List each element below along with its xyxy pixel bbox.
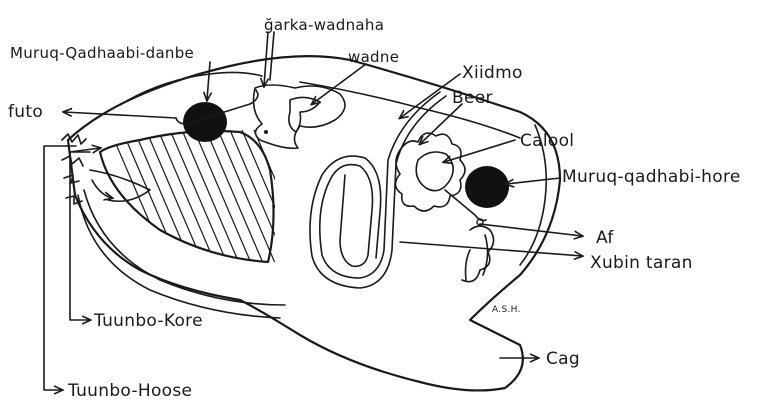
label-intestine: Xiidmo [462, 63, 523, 83]
leader-anterior-adductor [207, 62, 210, 100]
leader-labial-palp [400, 242, 582, 256]
gill-hatching [110, 130, 314, 270]
label-heart: wadne [348, 48, 399, 66]
liver [395, 133, 465, 211]
posterior-adductor-muscle [465, 166, 509, 208]
mantle-fold [78, 190, 285, 318]
gonad-lower [466, 235, 488, 280]
leader-posterior-adductor [506, 178, 560, 184]
pericardium [254, 85, 345, 148]
label-mouth: Af [596, 228, 614, 248]
gonad [462, 226, 494, 282]
leader-heart [312, 64, 366, 104]
leader-gill-channel-2 [270, 32, 274, 80]
stomach [416, 152, 453, 191]
leader-mouth [480, 224, 582, 236]
label-liver: Beer [452, 88, 493, 108]
intestine-inner [310, 96, 446, 288]
label-anus: futo [8, 102, 43, 122]
leader-stomach [444, 140, 515, 162]
leader-intestine [400, 74, 460, 118]
label-stomach: Calool [520, 131, 574, 151]
label-gill-channel: ğarka-wadnaha [264, 16, 384, 34]
label-anterior-adductor: Muruq-Qadhaabi-danbe [10, 44, 194, 62]
label-foot: Cag [546, 349, 580, 369]
aorta-dot [264, 130, 268, 134]
label-incurrent-siphon: Tuunbo-Hoose [67, 381, 192, 401]
label-excurrent-siphon: Tuunbo-Kore [93, 311, 203, 331]
signature: A.S.H. [492, 305, 521, 315]
label-posterior-adductor: Muruq-qadhabi-hore [562, 167, 741, 187]
label-labial-palps: Xubin taran [590, 253, 693, 273]
leader-anus [64, 112, 176, 118]
flow-arrow [92, 180, 112, 198]
anterior-adductor-muscle [183, 102, 227, 142]
